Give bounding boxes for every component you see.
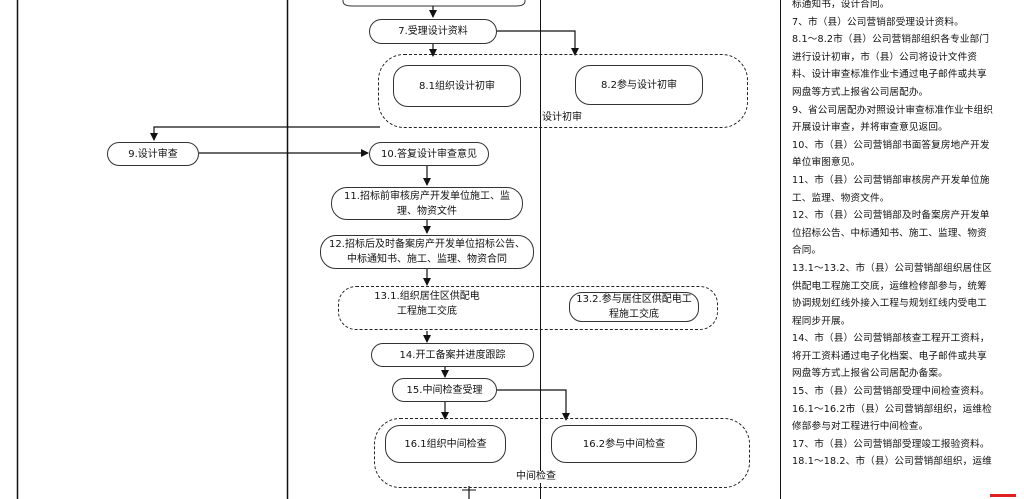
note-line: 将开工资料通过电子化档案、电子邮件或共享 xyxy=(792,350,987,362)
note-line: 16.1～16.2市（县）公司营销部组织，运维检 xyxy=(792,403,992,415)
note-line: 网盘等方式上报省公司居配办。 xyxy=(792,86,929,98)
note-line: 18.1～18.2、市（县）公司营销部组织，运维 xyxy=(792,456,992,468)
arrow-7-to-8-2 xyxy=(497,30,579,56)
arrow-15-to-16-2 xyxy=(497,389,570,421)
note-line: 工、监理、物资文件。 xyxy=(792,192,890,204)
process-notes: 标通知书，设计合同。 7、市（县）公司营销部受理设计资料。 8.1～8.2市（县… xyxy=(792,0,1024,471)
note-line: 11、市（县）公司营销部审核房产开发单位施 xyxy=(792,174,990,186)
node-7-receive-design[interactable]: 7.受理设计资料 xyxy=(369,19,497,44)
node-8-1-organize-review[interactable]: 8.1组织设计初审 xyxy=(393,65,521,107)
note-line: 供配电工程施工交底，运维检修部参与，统筹 xyxy=(792,280,987,292)
note-line: 14、市（县）公司营销部核查工程开工资料， xyxy=(792,333,990,345)
group-construction-briefing xyxy=(338,286,718,330)
group-midterm-inspection-label: 中间检查 xyxy=(515,471,557,483)
node-13-1-organize-briefing[interactable]: 13.1.组织居住区供配电工程施工交底 xyxy=(374,291,480,317)
node-14-start-filing[interactable]: 14.开工备案并进度跟踪 xyxy=(371,343,534,367)
note-line: 进行设计初审，市（县）公司将设计文件资 xyxy=(792,51,978,63)
node-12-post-bid-filing[interactable]: 12.招标后及时备案房产开发单位招标公告、中标通知书、施工、监理、物资合同 xyxy=(320,235,534,269)
note-line: 合同。 xyxy=(792,245,822,257)
note-line: 12、市（县）公司营销部及时备案房产开发单 xyxy=(792,210,990,222)
note-line: 7、市（县）公司营销部受理设计资料。 xyxy=(792,16,964,28)
node-15-midterm-acceptance[interactable]: 15.中间检查受理 xyxy=(392,378,497,402)
node-11-pre-bid-audit[interactable]: 11.招标前审核房产开发单位施工、监理、物资文件 xyxy=(331,187,523,220)
note-line: 位招标公告、中标通知书、施工、监理、物资 xyxy=(792,227,987,239)
note-line: 协调规划红线外接入工程与规划红线内受电工 xyxy=(792,298,987,310)
note-line: 标通知书，设计合同。 xyxy=(792,0,890,10)
group-midterm-inspection xyxy=(374,418,750,488)
node-8-2-participate-review[interactable]: 8.2参与设计初审 xyxy=(575,65,703,105)
note-line: 单位审图意见。 xyxy=(792,157,861,169)
note-line: 17、市（县）公司营销部受理竣工报验资料。 xyxy=(792,438,990,450)
group-design-review-label: 设计初审 xyxy=(541,112,583,124)
node-10-reply-opinions[interactable]: 10.答复设计审查意见 xyxy=(369,142,489,166)
note-line: 程同步开展。 xyxy=(792,315,851,327)
note-line: 15、市（县）公司营销部受理中间检查资料。 xyxy=(792,386,990,398)
arrow-8-to-9 xyxy=(150,126,380,141)
node-13-2-participate-briefing[interactable]: 13.2.参与居住区供配电工程施工交底 xyxy=(569,292,699,322)
note-line: 开展设计审查，并将审查意见返回。 xyxy=(792,122,948,134)
top-partial-node xyxy=(342,0,526,7)
note-line: 13.1～13.2、市（县）公司营销部组织居住区 xyxy=(792,262,992,274)
note-line: 8.1～8.2市（县）公司营销部组织各专业部门 xyxy=(792,34,990,46)
group-design-review xyxy=(378,54,748,128)
node-16-2-participate-inspection[interactable]: 16.2参与中间检查 xyxy=(551,425,697,463)
node-16-1-organize-inspection[interactable]: 16.1组织中间检查 xyxy=(385,425,506,463)
node-9-design-review[interactable]: 9.设计审查 xyxy=(107,142,199,166)
note-line: 9、省公司居配办对照设计审查标准作业卡组织 xyxy=(792,104,994,116)
spellcheck-underline xyxy=(990,494,1016,497)
note-line: 10、市（县）公司营销部书面答复房地产开发 xyxy=(792,139,990,151)
note-line: 修部参与对工程进行中间检查。 xyxy=(792,421,929,433)
note-line: 料、设计审查标准作业卡通过电子邮件或共享 xyxy=(792,69,987,81)
note-line: 网盘等方式上报省公司居配办备案。 xyxy=(792,368,948,380)
